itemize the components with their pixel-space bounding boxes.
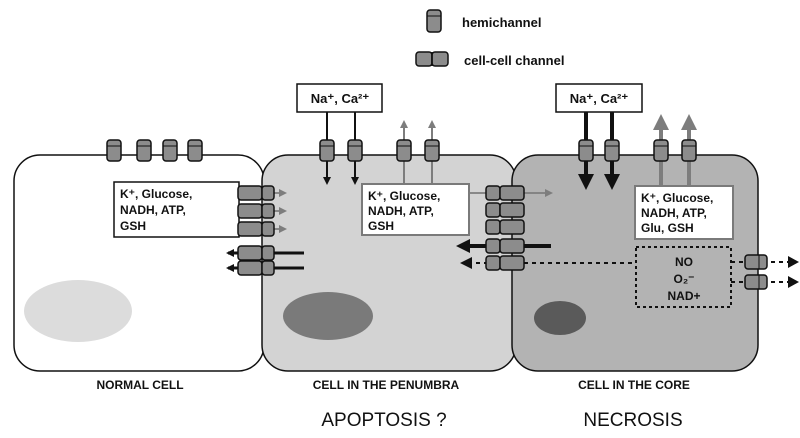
penumbra-box-line-1: K⁺, Glucose, bbox=[368, 189, 440, 203]
penumbra-ion-label: Na⁺, Ca²⁺ bbox=[311, 91, 370, 106]
radical-nad: NAD+ bbox=[667, 289, 700, 303]
hemichannel-icon bbox=[578, 139, 594, 162]
core-cell-label: CELL IN THE CORE bbox=[578, 378, 690, 392]
hemichannel-icon bbox=[653, 139, 669, 162]
core-fate-label: NECROSIS bbox=[583, 410, 682, 431]
hemichannel-icon bbox=[424, 139, 440, 162]
hemichannel-icon bbox=[162, 139, 178, 162]
core-side-hemichannels bbox=[731, 254, 799, 290]
penumbra-metabolite-box: K⁺, Glucose, NADH, ATP, GSH bbox=[361, 183, 470, 236]
normal-cell-metabolite-box: K⁺, Glucose, NADH, ATP, GSH bbox=[113, 181, 240, 238]
cell-cell-channel-icon bbox=[485, 255, 525, 271]
legend-hemichannel-icon bbox=[426, 9, 442, 33]
core-cell-nucleus bbox=[534, 301, 586, 335]
normal-cell-label: NORMAL CELL bbox=[96, 378, 183, 392]
hemichannel-icon bbox=[744, 274, 768, 290]
cell-cell-channel-icon bbox=[237, 221, 275, 237]
legend: hemichannel cell-cell channel bbox=[415, 9, 564, 68]
penumbra-cell-label: CELL IN THE PENUMBRA bbox=[313, 378, 460, 392]
radical-superoxide: O₂⁻ bbox=[674, 272, 695, 286]
normal-cell-nucleus bbox=[24, 280, 132, 342]
penumbra-cell-nucleus bbox=[283, 292, 373, 340]
cell-cell-channel-icon bbox=[237, 203, 275, 219]
normal-box-line-3: GSH bbox=[120, 219, 146, 233]
hemichannel-icon bbox=[604, 139, 620, 162]
legend-hemichannel-label: hemichannel bbox=[462, 15, 541, 30]
core-top-hemichannels: Na⁺, Ca²⁺ bbox=[555, 83, 697, 190]
normal-penumbra-junction bbox=[226, 185, 304, 276]
penumbra-fate-label: APOPTOSIS ? bbox=[321, 410, 446, 431]
penumbra-box-line-3: GSH bbox=[368, 219, 394, 233]
hemichannel-icon bbox=[106, 139, 122, 162]
cell-cell-channel-icon bbox=[485, 219, 525, 235]
hemichannel-icon bbox=[187, 139, 203, 162]
penumbra-top-hemichannels: Na⁺, Ca²⁺ bbox=[296, 83, 440, 185]
hemichannel-icon bbox=[319, 139, 335, 162]
core-ion-label: Na⁺, Ca²⁺ bbox=[570, 91, 629, 106]
legend-cell-cell-channel-label: cell-cell channel bbox=[464, 53, 564, 68]
normal-cell-hemichannels bbox=[106, 139, 203, 162]
core-box-line-3: Glu, GSH bbox=[641, 221, 694, 235]
core-metabolite-box: K⁺, Glucose, NADH, ATP, Glu, GSH bbox=[634, 185, 734, 240]
cell-cell-channel-icon bbox=[237, 260, 275, 276]
core-box-line-1: K⁺, Glucose, bbox=[641, 191, 713, 205]
radical-no: NO bbox=[675, 255, 693, 269]
cell-cell-channel-icon bbox=[485, 202, 525, 218]
hemichannel-icon bbox=[396, 139, 412, 162]
cell-cell-channel-icon bbox=[485, 185, 525, 201]
core-box-line-2: NADH, ATP, bbox=[641, 206, 707, 220]
normal-box-line-1: K⁺, Glucose, bbox=[120, 187, 192, 201]
penumbra-box-line-2: NADH, ATP, bbox=[368, 204, 434, 218]
hemichannel-icon bbox=[347, 139, 363, 162]
cell-cell-channel-icon bbox=[485, 238, 525, 254]
hemichannel-icon bbox=[744, 254, 768, 270]
hemichannel-icon bbox=[681, 139, 697, 162]
core-ion-box bbox=[555, 83, 643, 113]
cell-cell-channel-icon bbox=[237, 245, 275, 261]
penumbra-core-junction bbox=[456, 185, 640, 271]
core-radical-box: NO O₂⁻ NAD+ bbox=[635, 246, 732, 308]
normal-box-line-2: NADH, ATP, bbox=[120, 203, 186, 217]
cell-cell-channel-icon bbox=[237, 185, 275, 201]
legend-cell-cell-channel-icon bbox=[415, 51, 449, 67]
penumbra-ion-box bbox=[296, 83, 383, 113]
hemichannel-icon bbox=[136, 139, 152, 162]
